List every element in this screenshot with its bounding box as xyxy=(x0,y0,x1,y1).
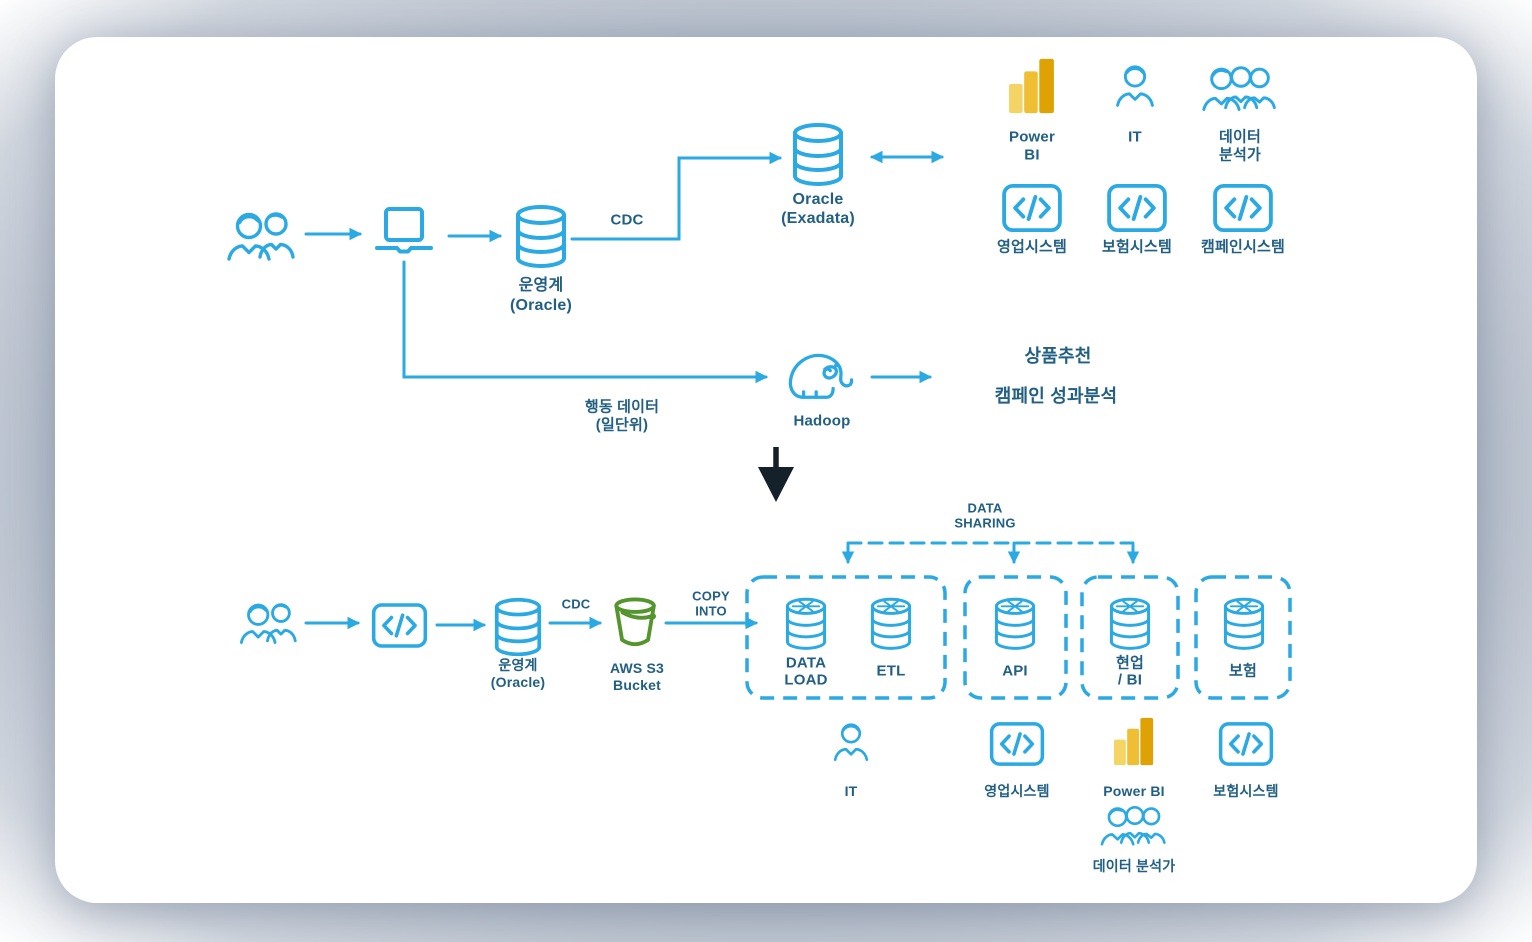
warehouse-db-icon-bi xyxy=(1107,596,1153,652)
insurance-system-label: 보험시스템 xyxy=(1101,238,1173,256)
as-is-operational-db-label-1: 운영계 xyxy=(518,277,564,294)
warehouse-label-etl: ETL xyxy=(876,662,906,680)
warehouse-label-dataload-2: LOAD xyxy=(784,671,828,689)
it-label: IT xyxy=(1128,128,1142,146)
s3-label-1: AWS S3 xyxy=(609,660,665,676)
sales-system-label: 영업시스템 xyxy=(996,238,1068,256)
behavior-data-label-1: 행동 데이터 xyxy=(584,398,660,416)
to-be-power-bi-label: Power BI xyxy=(1103,783,1165,799)
diagram-card xyxy=(55,37,1477,903)
insurance-system-icon xyxy=(1105,183,1169,233)
to-be-cdc-label: CDC xyxy=(561,596,591,612)
data-sharing-label-1: DATA xyxy=(967,500,1003,516)
sales-system-icon xyxy=(1000,183,1064,233)
campaign-system-icon xyxy=(1211,183,1275,233)
warehouse-db-icon-insurance xyxy=(1221,596,1267,652)
to-be-users-icon xyxy=(238,599,302,649)
copy-into-label-1: COPY xyxy=(692,588,730,604)
warehouse-db-icon-dataload xyxy=(783,596,829,652)
power-bi-label-2: BI xyxy=(1024,146,1040,164)
warehouse-label-bi-1: 현업 xyxy=(1115,654,1145,672)
hadoop-elephant-icon xyxy=(783,344,861,406)
hadoop-label: Hadoop xyxy=(793,412,851,430)
warehouse-label-dataload-1: DATA xyxy=(785,654,827,672)
s3-label-2: Bucket xyxy=(613,677,661,693)
copy-into-label-2: INTO xyxy=(695,603,727,619)
warehouse-label-bi-2: / BI xyxy=(1117,671,1143,689)
power-bi-icon xyxy=(1008,56,1056,116)
data-analysts-label-1: 데이터 xyxy=(1218,128,1262,146)
to-be-it-user-icon xyxy=(831,720,871,766)
data-sharing-label-2: SHARING xyxy=(954,515,1016,531)
output-campaign-analysis: 캠페인 성과분석 xyxy=(994,386,1118,406)
as-is-operational-db-label-2: (Oracle) xyxy=(509,297,573,314)
data-analysts-label-2: 분석가 xyxy=(1218,146,1262,164)
data-analysts-icon xyxy=(1198,64,1282,116)
exadata-db-icon xyxy=(790,122,846,188)
it-user-icon xyxy=(1113,62,1157,112)
to-be-sales-system-icon xyxy=(989,721,1045,767)
warehouse-db-icon-etl xyxy=(868,596,914,652)
behavior-data-label-2: (일단위) xyxy=(595,416,649,434)
to-be-it-label: IT xyxy=(844,783,858,799)
to-be-operational-db-label-1: 운영계 xyxy=(498,657,538,673)
exadata-db-label-2: (Exadata) xyxy=(781,210,855,227)
to-be-app-icon xyxy=(371,602,428,649)
warehouse-label-insurance: 보험 xyxy=(1228,662,1258,680)
to-be-operational-db-label-2: (Oracle) xyxy=(490,674,546,690)
to-be-insurance-system-icon xyxy=(1218,721,1274,767)
to-be-power-bi-icon xyxy=(1113,716,1155,767)
laptop-icon xyxy=(370,204,438,262)
to-be-data-analysts-label: 데이터 분석가 xyxy=(1092,858,1176,874)
campaign-system-label: 캠페인시스템 xyxy=(1200,238,1286,256)
exadata-db-label-1: Oracle xyxy=(792,191,844,208)
to-be-data-analysts-icon xyxy=(1097,804,1171,850)
aws-s3-bucket-icon xyxy=(611,595,663,652)
power-bi-label-1: Power xyxy=(1008,128,1056,146)
as-is-operational-db-icon xyxy=(513,204,569,270)
warehouse-label-api: API xyxy=(1002,662,1028,680)
to-be-operational-db-icon xyxy=(492,597,544,658)
output-product-recommendation: 상품추천 xyxy=(1024,346,1092,366)
to-be-insurance-system-label: 보험시스템 xyxy=(1213,783,1279,799)
as-is-users-icon xyxy=(225,208,301,266)
warehouse-db-icon-api xyxy=(992,596,1038,652)
as-is-cdc-label: CDC xyxy=(610,211,644,229)
to-be-sales-system-label: 영업시스템 xyxy=(984,783,1050,799)
